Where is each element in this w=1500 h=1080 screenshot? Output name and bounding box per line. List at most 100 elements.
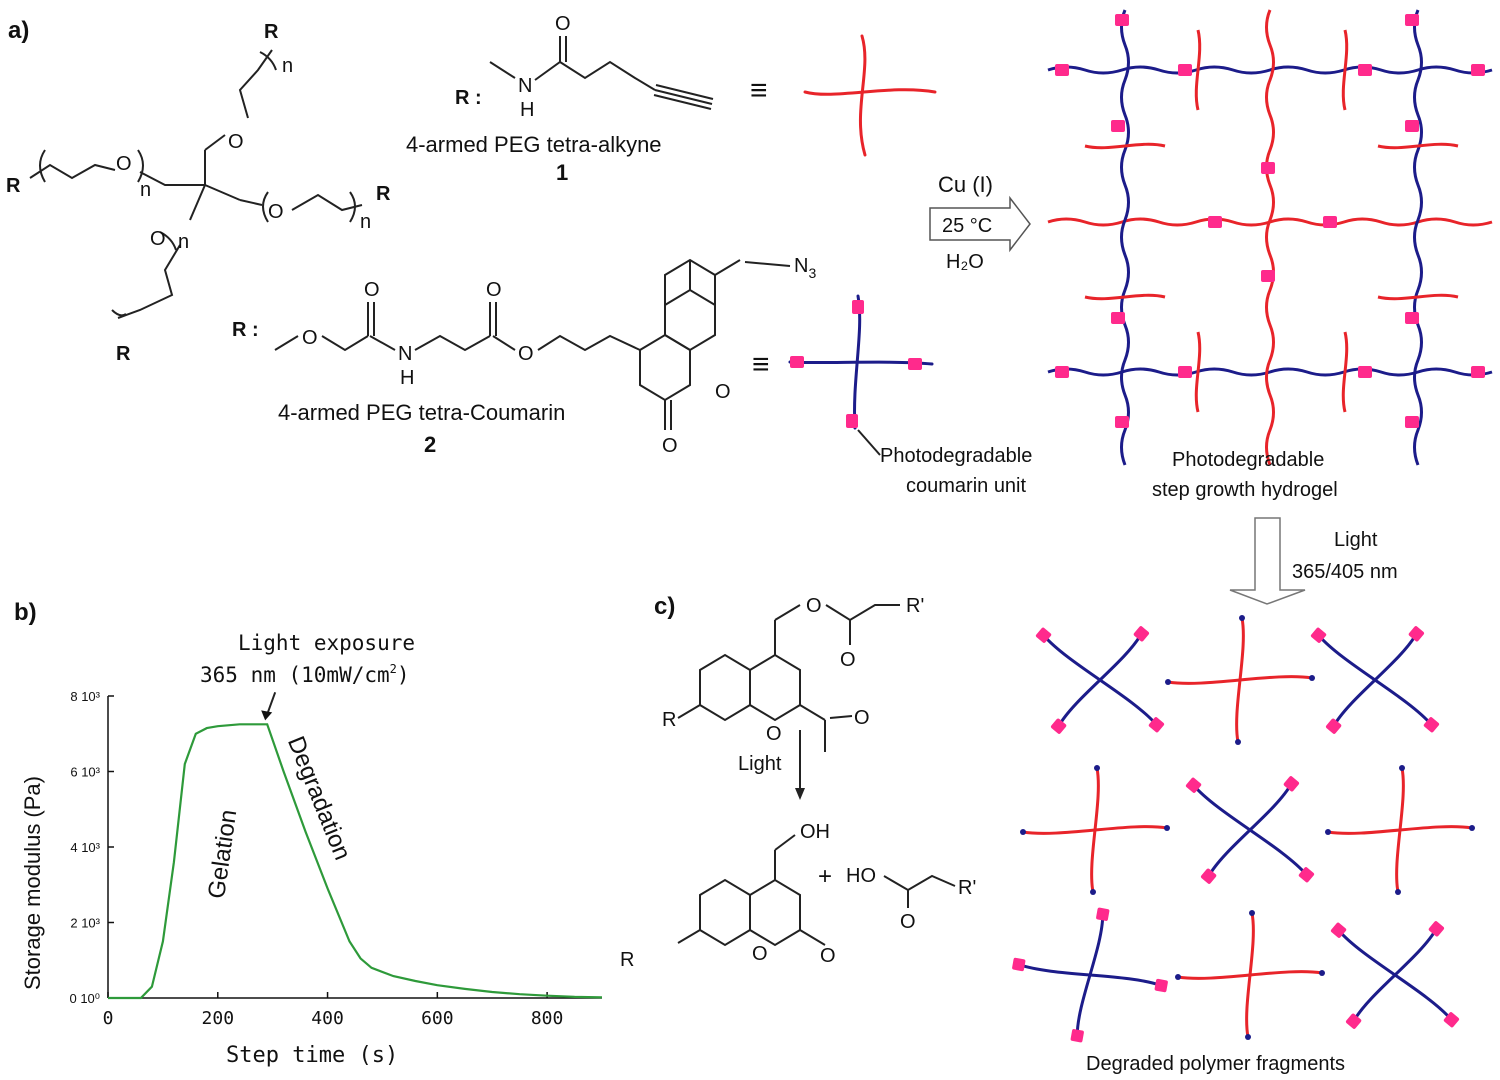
polymer-fragment <box>1012 907 1168 1043</box>
y-tick-label: 6 10³ <box>70 765 100 780</box>
azide-n: N <box>794 255 808 277</box>
coumarin-unit-icon <box>1154 978 1168 993</box>
network-strand <box>1377 142 1459 150</box>
reaction-arrow: Cu (I) 25 °C H₂O <box>929 172 1031 273</box>
panel-label-c: c) <box>654 593 675 620</box>
panel-label-b: b) <box>14 599 37 626</box>
azide-label: N3 <box>794 255 816 281</box>
r-group-left: R <box>6 175 21 197</box>
peg-core-structure: R O n R O n O n R O n R <box>6 21 391 365</box>
polymer-fragment <box>1325 765 1475 895</box>
coumarin-link-icon <box>1405 14 1419 26</box>
light-caption-line1: Light <box>1334 529 1378 551</box>
coumarin-unit-icon <box>908 358 922 370</box>
fragment-arm <box>1332 633 1418 727</box>
network-strand <box>1084 293 1166 301</box>
x-tick-label: 600 <box>421 1008 454 1029</box>
fragment-arm <box>1057 633 1143 727</box>
coumarin-unit-icon <box>1185 777 1202 793</box>
fragment-arm <box>1352 928 1438 1022</box>
light-caption-line2: 365/405 nm <box>1292 561 1398 583</box>
network-strand <box>1341 331 1349 413</box>
network-strand <box>1047 65 1493 75</box>
polymer-fragment <box>1035 626 1165 734</box>
r-label-product: R <box>620 949 634 971</box>
o-carbonyl-reactant: O <box>854 707 870 729</box>
coumarin-link-icon <box>1471 64 1485 76</box>
x-tick-label: 400 <box>311 1008 344 1029</box>
o-atom-c1: O <box>302 327 318 349</box>
coumarin-unit-icon <box>1310 627 1327 643</box>
o-atom-c4: O <box>518 343 534 365</box>
coumarin-unit-icon <box>1423 717 1440 733</box>
n-subscript-4: n <box>178 231 189 253</box>
r-colon-alkyne: R : <box>455 87 482 109</box>
coumarin-unit-icon <box>1148 717 1165 733</box>
coumarin-name: 4-armed PEG tetra-Coumarin <box>278 400 565 425</box>
hydrogel-caption-line1: Photodegradable <box>1172 449 1324 471</box>
x-tick-label: 800 <box>531 1008 564 1029</box>
alkyne-name: 4-armed PEG tetra-alkyne <box>406 132 662 157</box>
alkyne-r-group: R : N H O 4-armed PEG tetra-alkyne 1 ≡ <box>406 13 768 185</box>
triazole-end-icon <box>1094 765 1100 771</box>
hydrogel-caption-line2: step growth hydrogel <box>1152 479 1338 501</box>
coumarin-unit-icon <box>1330 922 1347 938</box>
o-ester-reactant: O <box>806 595 822 617</box>
coumarin-unit-icon <box>1050 718 1067 734</box>
coumarin-unit-icon <box>1200 868 1217 884</box>
fragment-arm <box>1090 767 1100 893</box>
triazole-end-icon <box>1469 825 1475 831</box>
o-atom-2: O <box>228 131 244 153</box>
ho-label-acid: HO <box>846 865 876 887</box>
o-atom-3: O <box>268 201 284 223</box>
coumarin-unit-icon <box>1298 867 1315 883</box>
fragment-arm <box>1245 912 1255 1038</box>
coumarin-link-icon <box>1471 366 1485 378</box>
network-strand <box>1084 142 1166 150</box>
coumarin-r-group: R : O O N H O O O O N3 4-armed PEG tetra… <box>232 255 816 457</box>
polymer-fragment <box>1165 615 1315 745</box>
coumarin-unit-icon <box>790 356 804 368</box>
y-axis-label: Storage modulus (Pa) <box>20 776 45 990</box>
triazole-end-icon <box>1175 974 1181 980</box>
x-tick-label: 200 <box>202 1008 235 1029</box>
coumarin-link-icon <box>1178 64 1192 76</box>
y-tick-label: 4 10³ <box>70 840 100 855</box>
light-dose-close: ) <box>397 663 410 687</box>
network-strand <box>1120 9 1130 466</box>
alkyne-cross-symbol <box>803 34 937 157</box>
coumarin-unit-icon <box>1096 907 1110 921</box>
plus-sign: + <box>818 863 832 890</box>
coumarin-link-icon <box>1261 270 1275 282</box>
equiv-symbol-2: ≡ <box>752 348 770 381</box>
fragment-arm <box>1075 914 1105 1036</box>
n-atom-alkyne: N <box>518 75 532 97</box>
coumarin-unit-icon <box>1428 921 1445 937</box>
polymer-fragment <box>1330 921 1460 1029</box>
coumarin-link-icon <box>1208 216 1222 228</box>
polymer-fragment <box>1185 776 1315 884</box>
triazole-end-icon <box>1164 825 1170 831</box>
network-strand <box>1265 9 1275 466</box>
coumarin-unit-icon <box>846 414 858 428</box>
panel-label-a: a) <box>8 17 29 44</box>
o-ring-reactant: O <box>766 723 782 745</box>
coumarin-link-icon <box>1115 14 1129 26</box>
alkyne-number: 1 <box>556 160 568 185</box>
r-group-top: R <box>264 21 279 43</box>
network-strand <box>1194 29 1202 111</box>
oh-label-product: OH <box>800 821 830 843</box>
network-strand <box>1377 293 1459 301</box>
coumarin-link-icon <box>1323 216 1337 228</box>
triazole-end-icon <box>1399 765 1405 771</box>
light-label-c: Light <box>738 753 782 775</box>
fragment-arm <box>1395 767 1405 893</box>
triazole-end-icon <box>1325 829 1331 835</box>
n-subscript-3: n <box>360 211 371 233</box>
light-exposure-annotation: Light exposure <box>238 631 415 655</box>
r-prime-acid: R' <box>958 877 976 899</box>
condition-catalyst: Cu (I) <box>938 172 993 197</box>
unit-caption-line1: Photodegradable <box>880 445 1032 467</box>
